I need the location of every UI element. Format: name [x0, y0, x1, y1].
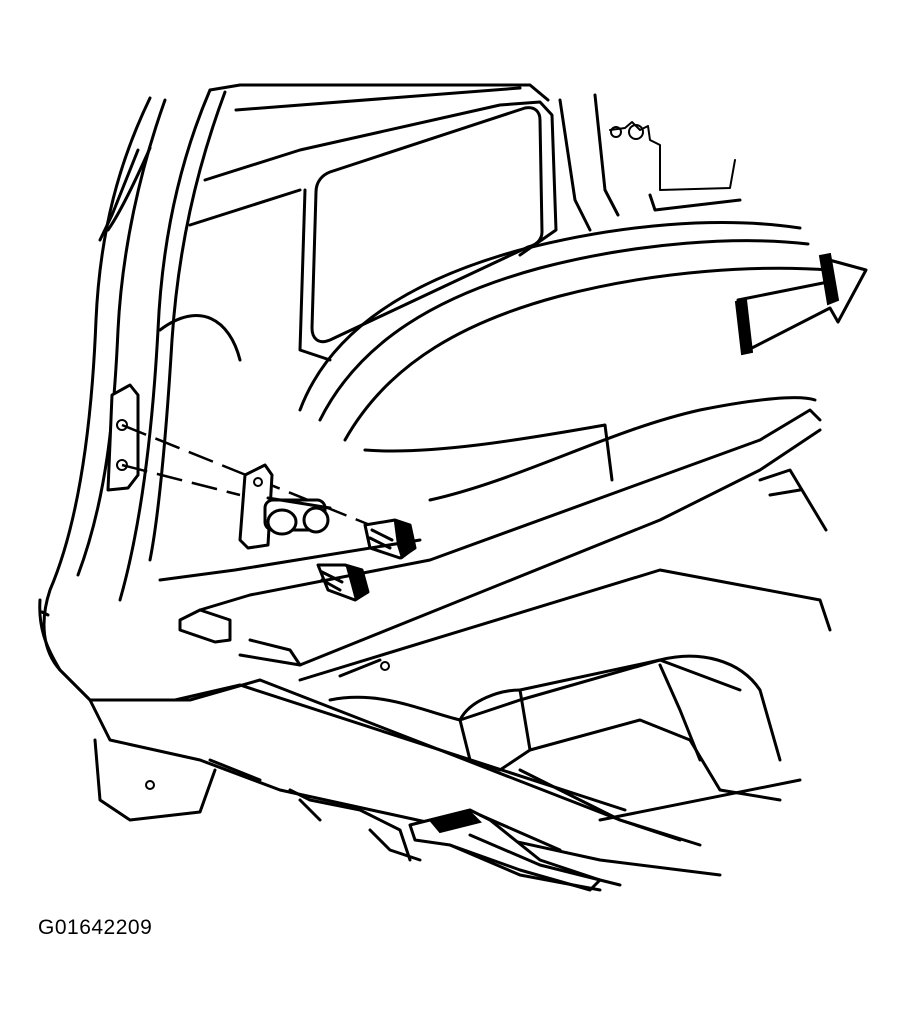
lower-floor-panel	[460, 656, 800, 840]
striker-mounting-plate	[108, 385, 138, 490]
rear-quarter-window	[190, 85, 556, 360]
front-of-vehicle-arrow-icon	[736, 254, 866, 354]
upper-bolt-icon	[365, 520, 415, 558]
wheelhouse	[160, 223, 830, 480]
body-side-outer-panel	[44, 90, 225, 700]
cargo-floor-and-sill	[160, 398, 830, 720]
lower-bolt-icon	[318, 565, 368, 600]
underbody-hardware	[290, 790, 620, 890]
latch-actuator-icon	[240, 465, 330, 548]
rear-bumper-sill	[40, 600, 720, 875]
upper-trim-and-harness	[560, 95, 740, 230]
figure-id-label: G01642209	[38, 916, 153, 939]
